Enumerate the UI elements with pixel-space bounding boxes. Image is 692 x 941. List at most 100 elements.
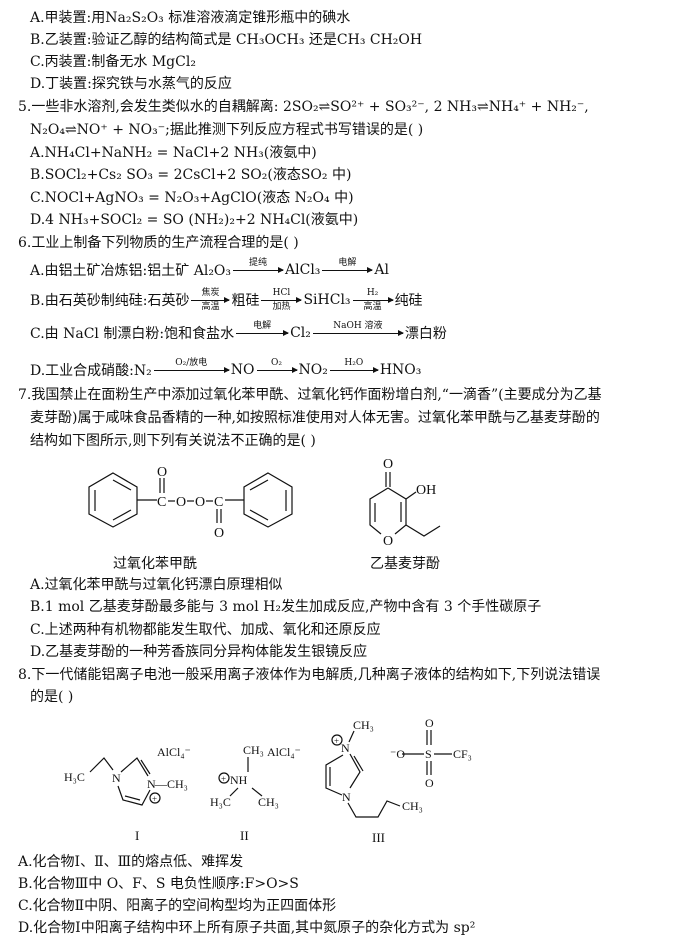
- q4-option-b: B.乙装置:验证乙醇的结构简式是 CH₃OCH₃ 还是CH₃ CH₂OH: [30, 32, 423, 48]
- reaction-arrow: O₂: [256, 358, 298, 383]
- compound-2-structure: CH₃ AlCl₄⁻ + NH H₃C CH₃ II: [210, 743, 301, 843]
- svg-text:C: C: [214, 495, 223, 510]
- flow-start: A.由铝土矿冶炼铝:铝土矿 Al₂O₃: [30, 263, 232, 279]
- compound-label: I: [135, 828, 139, 843]
- q5-stem: 5.一些非水溶剂,会发生类似水的自耦解离: 2SO₂⇌SO²⁺ + SO₃²⁻,…: [18, 99, 589, 115]
- reaction-arrow: NaOH 溶液: [312, 321, 404, 346]
- q8-option-b: B.化合物Ⅲ中 O、F、S 电负性顺序:F>O>S: [18, 876, 299, 892]
- flow-product: 漂白粉: [404, 326, 447, 342]
- reaction-arrow: 电解: [236, 321, 290, 346]
- svg-text:+: +: [334, 736, 339, 746]
- benzene-ring: [243, 472, 293, 528]
- flow-product: Cl₂: [290, 325, 311, 341]
- positive-charge-icon: [331, 734, 343, 746]
- q6-stem: 6.工业上制备下列物质的生产流程合理的是( ): [18, 235, 299, 251]
- structure-caption: 乙基麦芽酚: [370, 555, 440, 572]
- compound-label: II: [240, 828, 249, 843]
- flow-product: 纯硅: [394, 293, 423, 309]
- q8-stem-cont: 的是( ): [30, 689, 74, 705]
- svg-text:NH: NH: [230, 773, 248, 787]
- svg-text:S: S: [425, 747, 432, 761]
- q8-option-c: C.化合物Ⅱ中阴、阳离子的空间构型均为正四面体形: [18, 898, 337, 914]
- flow-start: D.工业合成硝酸:N₂: [30, 363, 152, 379]
- q5-stem-cont: N₂O₄⇌NO⁺ + NO₃⁻;据此推测下列反应方程式书写错误的是( ): [30, 122, 424, 138]
- svg-text:AlCl₄⁻: AlCl₄⁻: [157, 745, 191, 759]
- svg-text:O: O: [176, 495, 186, 510]
- structure-caption: 过氧化苯甲酰: [113, 555, 197, 572]
- svg-text:O: O: [157, 465, 167, 480]
- flow-product: Al: [374, 262, 390, 278]
- q7-stem-cont: 麦芽酚)属于咸味食品香精的一种,如按照标准使用对人体无害。过氧化苯甲酰与乙基麦芽…: [30, 410, 600, 426]
- svg-text:O: O: [195, 495, 205, 510]
- q8-option-d: D.化合物Ⅰ中阳离子结构中环上所有原子共面,其中氮原子的杂化方式为 sp²: [18, 920, 476, 936]
- svg-text:O: O: [214, 526, 224, 541]
- svg-text:O: O: [425, 776, 434, 790]
- flow-product: SiHCl₃: [303, 292, 351, 308]
- svg-text:+: +: [221, 774, 226, 784]
- svg-text:CH₃: CH₃: [353, 718, 374, 732]
- q7-stem-cont2: 结构如下图所示,则下列有关说法不正确的是( ): [30, 433, 316, 449]
- flow-start: B.由石英砂制纯硅:石英砂: [30, 293, 190, 309]
- q7-structures: C O O O C O 过氧化苯甲酰 O O OH 乙基麦芽酚: [88, 457, 441, 572]
- q7-option-a: A.过氧化苯甲酰与过氧化钙漂白原理相似: [30, 577, 283, 593]
- benzoyl-peroxide-structure: C O O O C O 过氧化苯甲酰: [88, 465, 293, 572]
- svg-text:O: O: [383, 534, 393, 549]
- q6-option-a: A.由铝土矿冶炼铝:铝土矿 Al₂O₃ 提纯 AlCl₃ 电解 Al: [30, 252, 389, 288]
- flow-start: C.由 NaCl 制漂白粉:饱和食盐水: [30, 326, 235, 342]
- svg-text:O: O: [383, 457, 393, 472]
- flow-product: 粗硅: [231, 293, 260, 309]
- svg-text:C: C: [157, 495, 166, 510]
- reaction-arrow: H₂O: [329, 358, 379, 383]
- compound-3-structure: CH₃ + N N CH₃ ⁻O S CF₃ O O III: [325, 716, 472, 845]
- q7-stem: 7.我国禁止在面粉生产中添加过氧化苯甲酰、过氧化钙作面粉增白剂,“一滴香”(主要…: [18, 387, 602, 403]
- svg-text:OH: OH: [416, 483, 436, 498]
- svg-text:H₃C: H₃C: [210, 795, 231, 809]
- flow-product: AlCl₃: [285, 262, 321, 278]
- benzene-ring: [88, 472, 138, 528]
- q8-structures: AlCl₄⁻ H₃C N N —CH₃ + I CH₃ AlCl₄⁻ + NH …: [64, 716, 472, 845]
- q7-option-c: C.上述两种有机物都能发生取代、加成、氧化和还原反应: [30, 622, 381, 638]
- q5-option-d: D.4 NH₃+SOCl₂ = SO (NH₂)₂+2 NH₄Cl(液氨中): [30, 212, 359, 228]
- svg-text:CF₃: CF₃: [453, 747, 472, 761]
- svg-text:O: O: [425, 716, 434, 730]
- positive-charge-icon: [149, 792, 161, 804]
- q8-option-a: A.化合物Ⅰ、Ⅱ、Ⅲ的熔点低、难挥发: [18, 854, 244, 870]
- ethyl-maltol-structure: O O OH 乙基麦芽酚: [369, 457, 441, 572]
- svg-text:+: +: [152, 794, 157, 804]
- q6-option-d: D.工业合成硝酸:N₂ O₂/放电 NO O₂ NO₂ H₂O HNO₃: [30, 352, 421, 388]
- q8-stem: 8.下一代储能铝离子电池一般采用离子液体作为电解质,几种离子液体的结构如下,下列…: [18, 667, 601, 683]
- reaction-arrow: O₂/放电: [153, 358, 230, 383]
- reaction-arrow: 焦炭高温: [191, 288, 231, 313]
- q4-option-d: D.丁装置:探究铁与水蒸气的反应: [30, 76, 232, 92]
- svg-text:N: N: [147, 777, 156, 791]
- reaction-arrow: 提纯: [233, 258, 285, 283]
- reaction-arrow: 电解: [322, 258, 374, 283]
- q7-option-d: D.乙基麦芽酚的一种芳香族同分异构体能发生银镜反应: [30, 644, 368, 660]
- svg-text:N: N: [341, 741, 350, 755]
- positive-charge-icon: [218, 772, 230, 784]
- q5-option-c: C.NOCl+AgNO₃ = N₂O₃+AgClO(液态 N₂O₄ 中): [30, 190, 354, 206]
- q5-option-a: A.NH₄Cl+NaNH₂ = NaCl+2 NH₃(液氨中): [30, 145, 317, 161]
- svg-text:CH₃: CH₃: [243, 743, 264, 757]
- q5-option-b: B.SOCl₂+Cs₂ SO₃ = 2CsCl+2 SO₂(液态SO₂ 中): [30, 167, 352, 183]
- svg-text:⁻O: ⁻O: [390, 747, 405, 761]
- q7-option-b: B.1 mol 乙基麦芽酚最多能与 3 mol H₂发生加成反应,产物中含有 3…: [30, 599, 542, 615]
- compound-1-structure: AlCl₄⁻ H₃C N N —CH₃ + I: [64, 745, 191, 843]
- flow-product: NO: [230, 362, 255, 378]
- compound-label: III: [372, 830, 385, 845]
- q4-option-a: A.甲装置:用Na₂S₂O₃ 标准溶液滴定锥形瓶中的碘水: [30, 10, 351, 26]
- svg-text:—CH₃: —CH₃: [154, 777, 188, 791]
- svg-text:CH₃: CH₃: [402, 799, 423, 813]
- svg-text:AlCl₄⁻: AlCl₄⁻: [267, 745, 301, 759]
- svg-text:N: N: [342, 790, 351, 804]
- svg-text:CH₃: CH₃: [258, 795, 279, 809]
- svg-text:H₃C: H₃C: [64, 770, 85, 784]
- svg-text:N: N: [112, 771, 121, 785]
- flow-product: HNO₃: [379, 362, 422, 378]
- q4-option-c: C.丙装置:制备无水 MgCl₂: [30, 54, 196, 70]
- flow-product: NO₂: [298, 362, 328, 378]
- q6-option-c: C.由 NaCl 制漂白粉:饱和食盐水 电解 Cl₂ NaOH 溶液 漂白粉: [30, 315, 447, 351]
